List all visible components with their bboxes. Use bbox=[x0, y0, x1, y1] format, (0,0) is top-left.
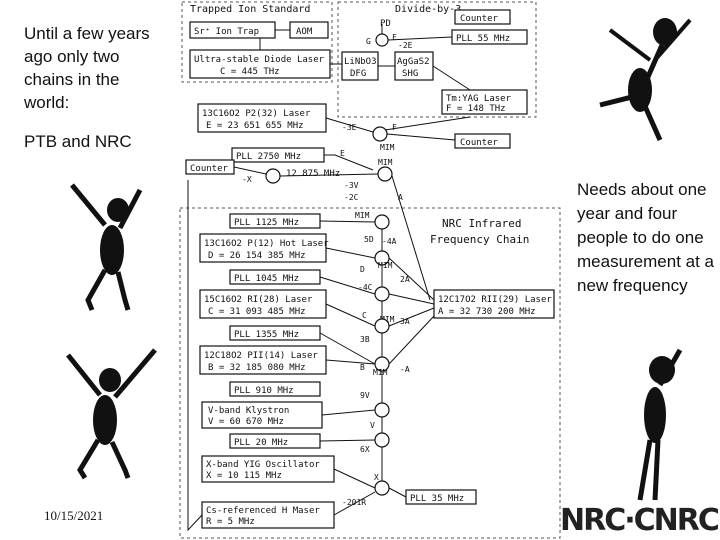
pll-2750-box: PLL 2750 MHz bbox=[236, 152, 301, 162]
mim-label-1: MIM bbox=[380, 143, 395, 152]
hot-laser-freq: D = 26 154 385 MHz bbox=[208, 251, 306, 261]
tmyag-box: Tm:YAG Laser bbox=[446, 94, 512, 104]
co2-28-freq: C = 31 093 485 MHz bbox=[208, 307, 306, 317]
aom-box: AOM bbox=[296, 27, 313, 37]
pll-910-box: PLL 910 MHz bbox=[234, 386, 294, 396]
diode-laser-freq: C = 445 THz bbox=[220, 67, 280, 77]
a-label-3: -A bbox=[400, 365, 410, 374]
aggas2-shg: SHG bbox=[402, 69, 418, 79]
diode-laser-box: Ultra-stable Diode Laser bbox=[194, 55, 325, 65]
3a-label: 3A bbox=[400, 317, 410, 326]
maser-freq: R = 5 MHz bbox=[206, 517, 255, 527]
mim-label-5: MIM bbox=[380, 315, 395, 324]
intro-text: Until a few years ago only two chains in… bbox=[24, 24, 150, 112]
counter-mid-box: Counter bbox=[460, 138, 499, 148]
vband-box: V-band Klystron bbox=[208, 406, 289, 416]
mim-label-4: MIM bbox=[378, 261, 393, 270]
f-label-mid: F bbox=[392, 123, 397, 132]
ion-trap-box: Sr⁺ Ion Trap bbox=[194, 27, 259, 37]
mx-label: -X bbox=[242, 175, 252, 184]
trapped-ion-group bbox=[181, 1, 333, 83]
c-label: C bbox=[362, 311, 367, 320]
hot-laser-box: 13C16O2 P(12) Hot Laser bbox=[204, 239, 329, 249]
maser-box: Cs-referenced H Maser bbox=[206, 506, 320, 516]
freq-12875: 12 875 MHz bbox=[286, 169, 340, 179]
b-label: B bbox=[360, 363, 365, 372]
xband-box: X-band YIG Oscillator bbox=[206, 460, 320, 470]
m4a-label: -4A bbox=[382, 237, 397, 246]
divide-by-3-group bbox=[337, 1, 537, 118]
x-label: X bbox=[374, 473, 379, 482]
chain-title-2: Frequency Chain bbox=[430, 233, 529, 246]
counter-left-box: Counter bbox=[190, 164, 229, 174]
a-label-1: A bbox=[398, 193, 403, 202]
pll-55-box: PLL 55 MHz bbox=[456, 34, 510, 44]
co2-29-freq: A = 32 730 200 MHz bbox=[438, 307, 536, 317]
linbo3-box: LiNbO3 bbox=[344, 57, 377, 67]
vband-freq: V = 60 670 MHz bbox=[208, 417, 284, 427]
stick-figure-icon bbox=[70, 183, 143, 311]
m4c-label: -4C bbox=[358, 283, 373, 292]
stick-figure-icon bbox=[599, 18, 692, 142]
tmyag-freq: F = 148 THz bbox=[446, 104, 506, 114]
chain-title-1: NRC Infrared bbox=[442, 217, 521, 230]
co2-32-freq: E = 23 651 655 MHz bbox=[206, 121, 304, 131]
mim-label-6: MIM bbox=[373, 368, 388, 377]
v-label: V bbox=[370, 421, 375, 430]
201r-label: -201R bbox=[342, 498, 366, 507]
infrared-chain-group bbox=[179, 207, 561, 539]
labs-text: PTB and NRC bbox=[24, 132, 132, 151]
pll-20-box: PLL 20 MHz bbox=[234, 438, 288, 448]
mim-label-2: MIM bbox=[378, 158, 393, 167]
xband-freq: X = 10 115 MHz bbox=[206, 471, 282, 481]
6x-label: 6X bbox=[360, 445, 370, 454]
m3e-label: -3E bbox=[342, 123, 357, 132]
d-label: D bbox=[360, 265, 365, 274]
co2-14-laser-box: 12C18O2 PII(14) Laser bbox=[204, 351, 318, 361]
effort-text: Needs about one year and four people to … bbox=[577, 180, 715, 295]
3b-label: 3B bbox=[360, 335, 370, 344]
f-label-top: F bbox=[392, 33, 397, 42]
pd-label: PD bbox=[380, 19, 391, 29]
counter-top-box: Counter bbox=[460, 14, 499, 24]
pll-35-box: PLL 35 MHz bbox=[410, 494, 464, 504]
aggas2-box: AgGaS2 bbox=[397, 57, 430, 67]
pll-1045-box: PLL 1045 MHz bbox=[234, 274, 299, 284]
co2-28-laser-box: 15C16O2 RI(28) Laser bbox=[204, 295, 313, 305]
co2-14-freq: B = 32 185 080 MHz bbox=[208, 363, 306, 373]
m2c-label: -2C bbox=[344, 193, 359, 202]
co2-32-laser-box: 13C16O2 P2(32) Laser bbox=[202, 109, 311, 119]
5d-label: 5D bbox=[364, 235, 374, 244]
frequency-chain-diagram: Trapped Ion Standard Divide-by-3 NRC Inf… bbox=[179, 1, 561, 539]
g-label: G bbox=[366, 37, 371, 46]
co2-29-laser-box: 12C17O2 RII(29) Laser bbox=[438, 295, 552, 305]
mim-label-3: MIM bbox=[355, 211, 370, 220]
stick-figure-icon bbox=[66, 348, 157, 480]
pll-1125-box: PLL 1125 MHz bbox=[234, 218, 299, 228]
e-label: E bbox=[340, 149, 345, 158]
2a-label: 2A bbox=[400, 275, 410, 284]
9v-label: 9V bbox=[360, 391, 370, 400]
nrc-logo: NRC·CNRC bbox=[560, 503, 720, 538]
m3v-label: -3V bbox=[344, 181, 359, 190]
pll-1355-box: PLL 1355 MHz bbox=[234, 330, 299, 340]
slide-date: 10/15/2021 bbox=[44, 508, 104, 523]
m2e-label: -2E bbox=[398, 41, 413, 50]
divide-by-3-title: Divide-by-3 bbox=[395, 4, 461, 15]
stick-figure-icon bbox=[637, 348, 683, 501]
linbo3-dfg: DFG bbox=[350, 69, 366, 79]
trapped-ion-title: Trapped Ion Standard bbox=[190, 4, 310, 15]
